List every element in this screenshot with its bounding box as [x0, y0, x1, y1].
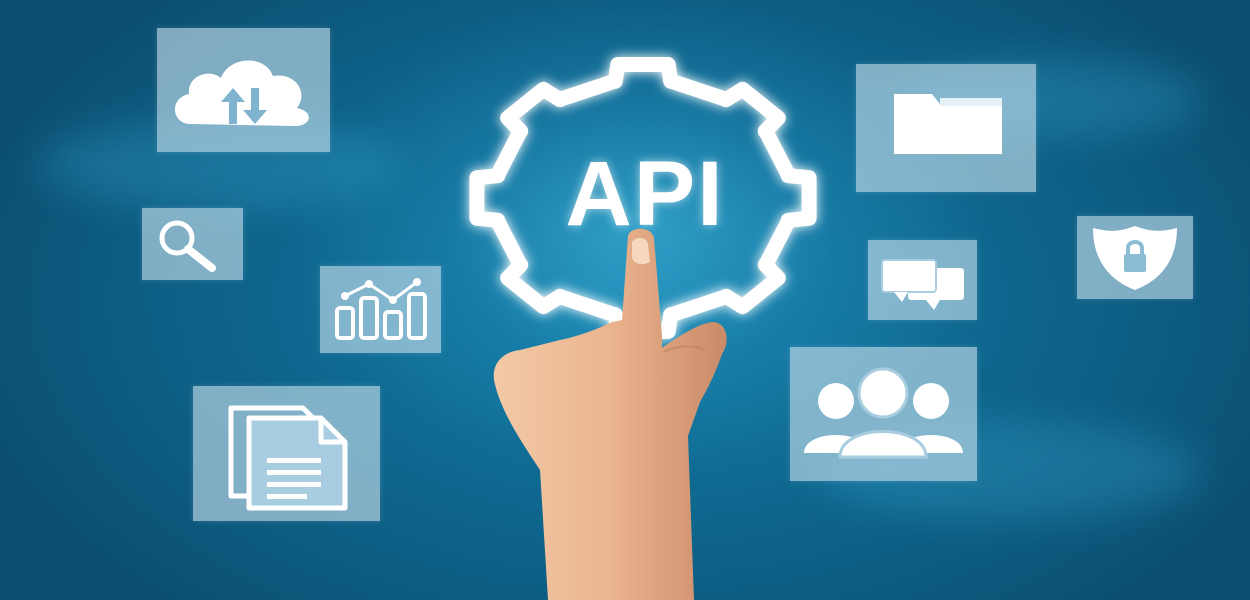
- bar-chart-icon: [335, 278, 427, 340]
- api-label: API: [565, 143, 725, 245]
- chat-tile: [868, 240, 977, 320]
- chat-icon: [881, 259, 964, 310]
- folder-icon: [894, 94, 1002, 154]
- bar-chart-tile: [320, 266, 441, 353]
- cloud-sync-icon: [174, 60, 309, 126]
- users-group-icon: [804, 367, 963, 459]
- search-icon: [159, 220, 216, 272]
- users-group-tile: [790, 347, 977, 481]
- documents-icon: [228, 405, 348, 511]
- folder-tile: [856, 64, 1036, 192]
- cloud-sync-tile: [157, 28, 330, 152]
- shield-lock-tile: [1077, 216, 1193, 299]
- documents-tile: [193, 386, 380, 521]
- shield-lock-icon: [1093, 226, 1177, 290]
- search-tile: [142, 208, 243, 280]
